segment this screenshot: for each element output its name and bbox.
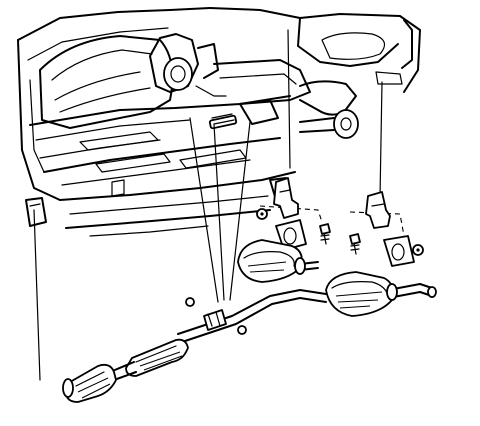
muffler-right bbox=[325, 271, 398, 317]
hanger-bracket bbox=[273, 177, 391, 229]
resonator bbox=[109, 338, 189, 381]
leader-lines bbox=[33, 29, 413, 381]
insulator bbox=[275, 219, 415, 267]
vehicle-underbody bbox=[17, 7, 421, 237]
bolt bbox=[319, 223, 361, 255]
catalytic-converter bbox=[62, 363, 117, 403]
muffler-left bbox=[237, 239, 306, 283]
exhaust-pipe-assembly bbox=[177, 261, 437, 343]
nut bbox=[185, 208, 424, 335]
